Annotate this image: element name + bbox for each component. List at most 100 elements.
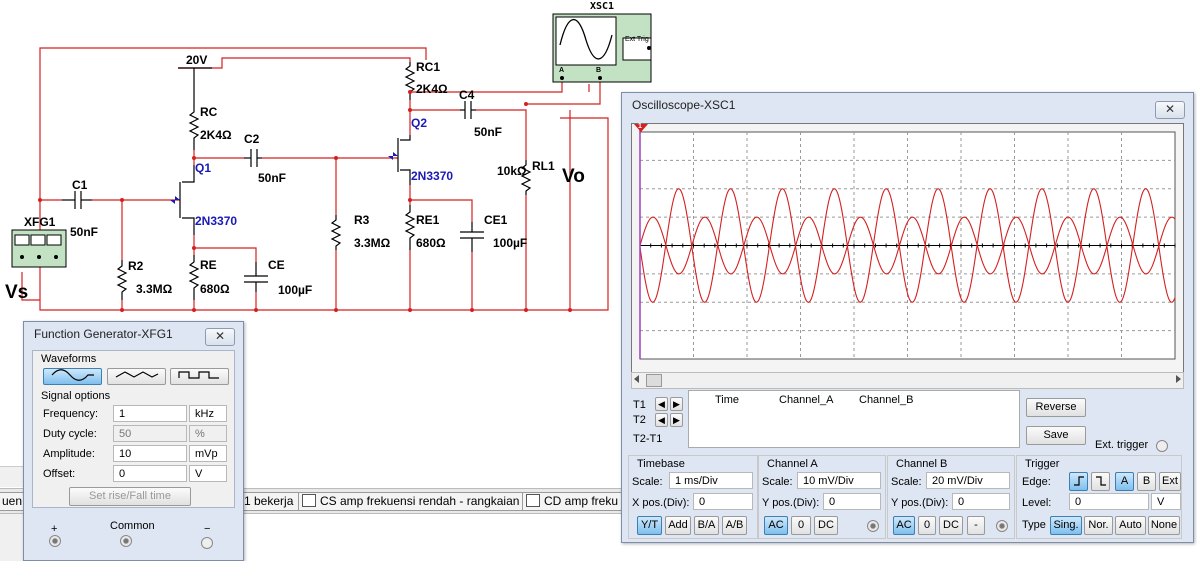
channel-b-group: Channel B Scale: 20 mV/Div Y pos.(Div): … <box>887 455 1015 539</box>
t2-left-button[interactable]: ◀ <box>655 413 668 427</box>
channel-b-zero-button[interactable]: 0 <box>918 516 936 535</box>
trigger-auto-button[interactable]: Auto <box>1115 516 1146 535</box>
channel-b-scale-input[interactable]: 20 mV/Div <box>926 472 1010 489</box>
scroll-left-icon[interactable] <box>634 375 639 383</box>
level-unit[interactable]: V <box>1151 493 1181 510</box>
trigger-source-a-button[interactable]: A <box>1115 472 1134 491</box>
c2-label: C2 <box>244 132 260 146</box>
t1-left-button[interactable]: ◀ <box>655 397 668 411</box>
scope-b-terminal-label: B <box>596 67 602 74</box>
trigger-single-button[interactable]: Sing. <box>1050 516 1082 535</box>
channel-a-ac-button[interactable]: AC <box>764 516 788 535</box>
xsc1-instrument[interactable] <box>552 13 652 83</box>
function-generator-close-button[interactable]: ✕ <box>205 328 235 346</box>
mode-ab-button[interactable]: A/B <box>722 516 747 535</box>
save-button[interactable]: Save <box>1026 426 1086 445</box>
oscilloscope-window: Oscilloscope-XSC1 ✕ 1 T1 T2 T2-T1 ◀ ▶ ◀ … <box>621 92 1194 543</box>
re-value: 680Ω <box>200 282 230 296</box>
timebase-label: Timebase <box>637 458 685 470</box>
timebase-scale-label: Scale: <box>632 476 663 488</box>
t1-right-button[interactable]: ▶ <box>670 397 683 411</box>
ext-trigger-terminal[interactable] <box>1156 440 1168 452</box>
waveform-triangle-button[interactable] <box>107 368 166 385</box>
xfg1-instrument[interactable] <box>11 229 67 268</box>
rising-edge-button[interactable] <box>1069 472 1088 491</box>
edge-label: Edge: <box>1022 476 1051 488</box>
duty-cycle-unit: % <box>189 425 227 442</box>
waveform-square-button[interactable] <box>170 368 229 385</box>
rc-label: RC <box>200 105 218 119</box>
level-input[interactable]: 0 <box>1069 493 1149 510</box>
scroll-right-icon[interactable] <box>1176 375 1181 383</box>
oscilloscope-screen <box>639 124 1176 360</box>
oscilloscope-close-button[interactable]: ✕ <box>1155 101 1185 119</box>
type-label: Type <box>1022 519 1046 531</box>
triangle-wave-icon <box>115 371 158 378</box>
common-terminal[interactable] <box>120 535 132 547</box>
trigger-none-button[interactable]: None <box>1148 516 1180 535</box>
ext-trig-label: Ext Trig <box>625 36 649 43</box>
arrow-right-icon: ▶ <box>673 399 680 409</box>
channel-b-ypos-input[interactable]: 0 <box>952 493 1010 510</box>
schematic-file-icon <box>526 494 540 507</box>
channel-a-zero-button[interactable]: 0 <box>791 516 811 535</box>
readout-time-header: Time <box>715 394 740 406</box>
rl1-label: RL1 <box>532 159 555 173</box>
duty-cycle-label: Duty cycle: <box>43 428 97 440</box>
minus-terminal[interactable] <box>201 537 213 549</box>
tab-cs-amp[interactable]: CS amp frekuensi rendah - rangkaian <box>298 492 524 511</box>
timebase-scale-input[interactable]: 1 ms/Div <box>669 472 753 489</box>
mode-yt-button[interactable]: Y/T <box>637 516 662 535</box>
r2-label: R2 <box>128 259 144 273</box>
function-generator-window: Function Generator-XFG1 ✕ Waveforms Sign… <box>23 321 244 561</box>
offset-unit[interactable]: V <box>189 465 227 482</box>
cursor-marker-icon[interactable] <box>634 124 648 134</box>
tab-bekerja[interactable]: 1 bekerja <box>240 492 300 511</box>
rl1-value: 10kΩ <box>497 164 527 178</box>
amplitude-unit[interactable]: mVp <box>189 445 227 462</box>
minus-terminal-label: − <box>204 523 211 535</box>
x-position-input[interactable]: 0 <box>693 493 753 510</box>
waveform-sine-button[interactable] <box>43 368 102 385</box>
channel-a-scale-input[interactable]: 10 mV/Div <box>797 472 881 489</box>
channel-a-terminal[interactable] <box>867 520 879 532</box>
ext-trigger-label: Ext. trigger <box>1095 439 1149 451</box>
frequency-input[interactable]: 1 <box>113 405 187 422</box>
falling-edge-button[interactable] <box>1091 472 1110 491</box>
reverse-button[interactable]: Reverse <box>1026 398 1086 417</box>
signal-options-label: Signal options <box>41 390 111 402</box>
channel-b-invert-button[interactable]: - <box>967 516 985 535</box>
scroll-thumb[interactable] <box>646 374 662 387</box>
trigger-source-b-button[interactable]: B <box>1137 472 1156 491</box>
arrow-left-icon: ◀ <box>658 399 665 409</box>
q1-type: 2N3370 <box>195 214 238 228</box>
channel-b-dc-button[interactable]: DC <box>939 516 963 535</box>
mode-add-button[interactable]: Add <box>665 516 691 535</box>
xfg1-label: XFG1 <box>24 215 56 229</box>
close-icon: ✕ <box>214 329 226 343</box>
channel-b-ypos-label: Y pos.(Div): <box>891 497 949 509</box>
timebase-scrollbar[interactable] <box>631 372 1184 389</box>
set-rise-fall-time-button[interactable]: Set rise/Fall time <box>69 487 191 506</box>
tab-cd-amp[interactable]: CD amp freku <box>522 492 630 511</box>
waveforms-label: Waveforms <box>41 353 97 365</box>
q2-label: Q2 <box>411 116 428 130</box>
re1-label: RE1 <box>416 213 440 227</box>
re1-value: 680Ω <box>416 236 446 250</box>
trigger-normal-button[interactable]: Nor. <box>1084 516 1113 535</box>
amplitude-input[interactable]: 10 <box>113 445 187 462</box>
rc1-value: 2K4Ω <box>416 82 448 96</box>
trigger-source-ext-button[interactable]: Ext <box>1159 472 1181 491</box>
scope-a-terminal-label: A <box>559 67 565 74</box>
channel-a-ypos-input[interactable]: 0 <box>823 493 881 510</box>
offset-input[interactable]: 0 <box>113 465 187 482</box>
frequency-unit[interactable]: kHz <box>189 405 227 422</box>
channel-b-terminal[interactable] <box>996 520 1008 532</box>
t2-right-button[interactable]: ▶ <box>670 413 683 427</box>
mode-ba-button[interactable]: B/A <box>694 516 719 535</box>
channel-a-dc-button[interactable]: DC <box>814 516 838 535</box>
plus-terminal[interactable] <box>49 535 61 547</box>
duty-cycle-input: 50 <box>113 425 187 442</box>
channel-b-ac-button[interactable]: AC <box>893 516 915 535</box>
